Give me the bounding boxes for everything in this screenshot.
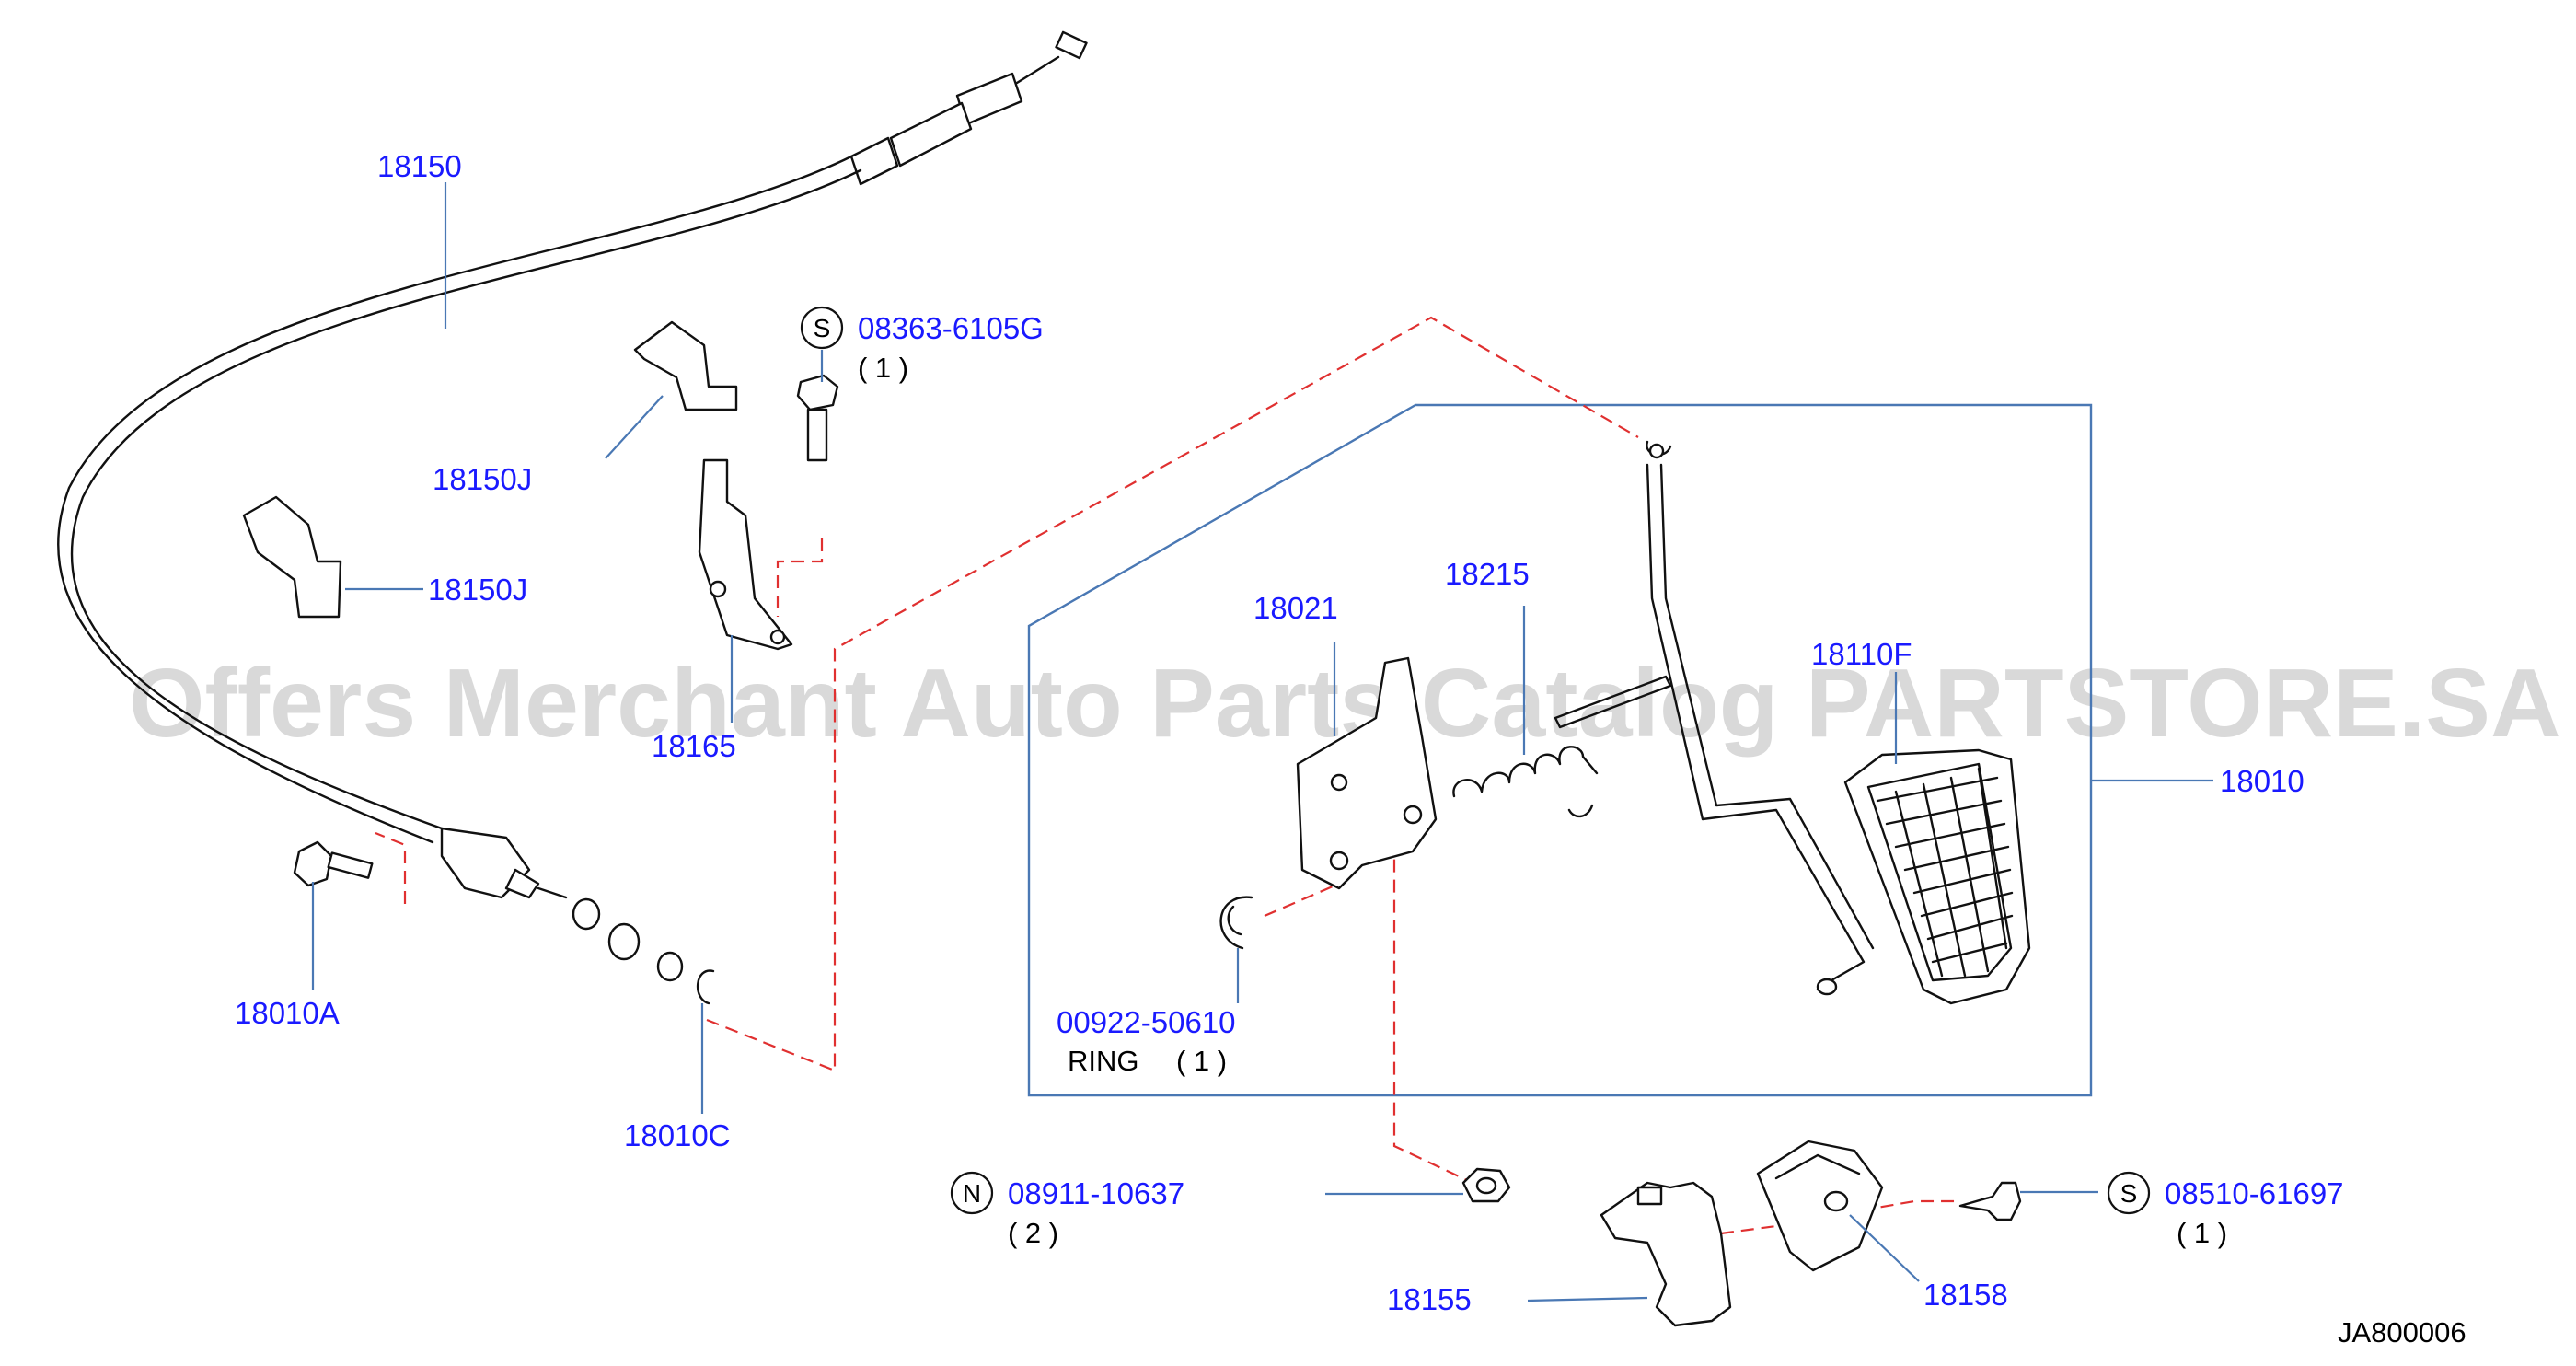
label-18150: 18150	[377, 149, 462, 183]
pedal-pad	[1843, 748, 2031, 1005]
label-18010C: 18010C	[624, 1118, 731, 1152]
label-18021: 18021	[1253, 591, 1338, 625]
label-18150J-b: 18150J	[428, 573, 527, 607]
standard-symbol-08363	[800, 306, 844, 350]
leader-18155	[1527, 1296, 1648, 1302]
label-18155: 18155	[1387, 1282, 1472, 1316]
label-18165: 18165	[652, 729, 736, 763]
connection-cable-to-pedal	[706, 316, 1639, 1072]
connection-ring	[1264, 882, 1340, 918]
pedal-bracket	[1296, 656, 1438, 890]
label-08363-qty: ( 1 )	[858, 352, 908, 384]
label-18158: 18158	[1923, 1278, 2008, 1312]
standard-symbol-08510-letter: S	[2120, 1179, 2138, 1208]
leader-18158	[1849, 1214, 1920, 1282]
cable-clip-lower	[242, 495, 342, 619]
standard-symbol-08363-letter: S	[814, 314, 831, 342]
pedal-arm	[1646, 440, 1875, 996]
nut-symbol-08911-letter: N	[963, 1179, 981, 1208]
connection-bolt-bracket	[776, 538, 824, 617]
stopper-bracket	[1600, 1181, 1732, 1327]
pedal-stopper	[1756, 1140, 1884, 1272]
label-00922-qty: ( 1 )	[1176, 1045, 1227, 1077]
diagram-code: JA800006	[2338, 1316, 2466, 1349]
nut-symbol-08911	[950, 1171, 994, 1215]
label-18010: 18010	[2220, 764, 2305, 798]
leader-18150J-a	[605, 395, 664, 459]
connection-grommet	[375, 831, 407, 904]
return-spring	[1452, 675, 1672, 818]
label-08363: 08363-6105G	[858, 311, 1044, 345]
label-18215: 18215	[1445, 557, 1530, 591]
label-18150J-a: 18150J	[433, 462, 532, 496]
grommet-bolt	[293, 840, 374, 887]
label-08510-qty: ( 1 )	[2177, 1217, 2227, 1249]
label-18110F: 18110F	[1811, 637, 1912, 671]
label-08911: 08911-10637	[1008, 1176, 1184, 1210]
retaining-ring	[1219, 896, 1253, 950]
hex-nut	[1461, 1167, 1511, 1203]
cable-bracket	[698, 458, 793, 651]
connection-nut	[1338, 781, 1473, 1184]
label-08911-qty: ( 2 )	[1008, 1217, 1058, 1249]
accelerator-cable	[57, 30, 1088, 1005]
label-08510: 08510-61697	[2165, 1176, 2344, 1210]
cable-clip-upper	[633, 320, 738, 411]
tapping-screw	[1958, 1181, 2022, 1221]
label-18010A: 18010A	[235, 996, 340, 1030]
standard-symbol-08510	[2107, 1171, 2151, 1215]
bracket-bolt	[796, 374, 839, 462]
pedal-assembly-outline	[1027, 403, 2093, 1097]
label-00922: 00922-50610	[1057, 1005, 1236, 1039]
label-00922-name: RING	[1068, 1045, 1139, 1077]
